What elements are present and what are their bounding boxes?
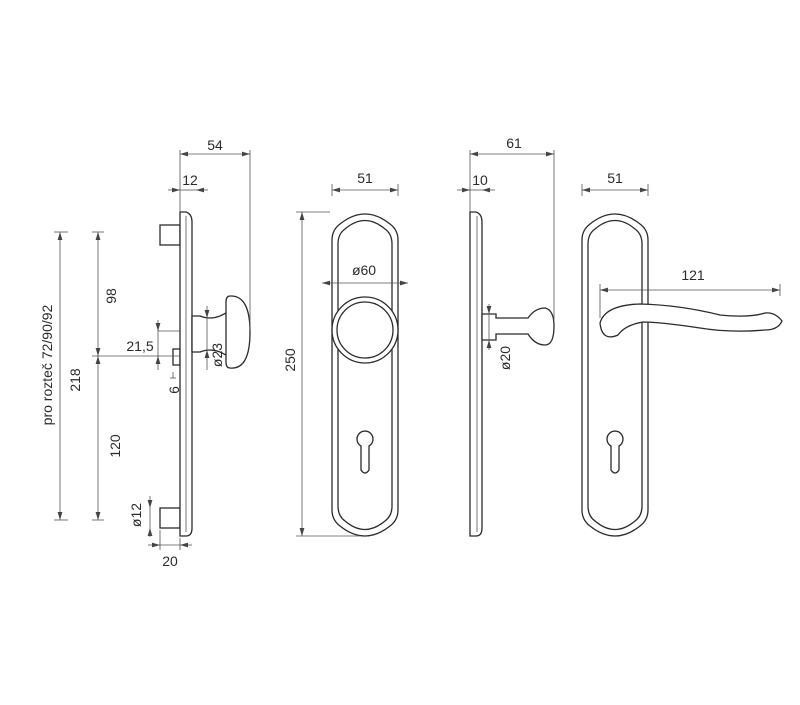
pin-spacing-note: pro rozteč 72/90/92 <box>39 304 55 425</box>
lower-pin <box>159 507 181 529</box>
dim-lever-length: 121 <box>681 267 705 283</box>
lever-side-view: 61 10 ø20 <box>457 135 555 537</box>
dim-plate-width: 51 <box>357 170 373 186</box>
dim-thickness-10: 10 <box>472 172 488 188</box>
dim-knob-diameter: ø60 <box>352 262 376 278</box>
spindle-stub <box>172 348 181 366</box>
backplate-side <box>469 211 483 537</box>
dim-thickness-12: 12 <box>182 172 198 188</box>
dim-pin-length: 20 <box>162 553 178 569</box>
knob-front-view: 51 ø60 250 <box>282 170 408 537</box>
dim-plate-height: 250 <box>282 348 298 372</box>
dim-depth-61: 61 <box>506 135 522 151</box>
dim-plate-width: 51 <box>607 170 623 186</box>
keyhole-icon <box>606 430 624 474</box>
dim-rose-diameter: ø20 <box>497 346 513 370</box>
keyhole-icon <box>356 430 374 474</box>
dim-height-218: 218 <box>67 368 83 392</box>
lever-front-view: 51 121 <box>581 170 783 537</box>
dim-offset-21-5: 21,5 <box>126 338 153 354</box>
dim-upper-98: 98 <box>103 288 119 304</box>
knob-side-view: 54 12 pro rozteč 72/90/92 218 98 120 21,… <box>39 137 251 569</box>
lever-side <box>481 307 555 346</box>
lever-handle <box>599 303 783 338</box>
dim-pin-diameter: ø12 <box>128 503 144 527</box>
dim-neck-diameter: ø23 <box>209 343 225 367</box>
upper-pin <box>159 224 181 246</box>
dim-depth-54: 54 <box>207 137 223 153</box>
knob-cap-side <box>225 295 251 369</box>
knob-inner <box>336 301 394 359</box>
dim-lower-120: 120 <box>107 434 123 458</box>
dim-6: 6 <box>166 386 182 394</box>
